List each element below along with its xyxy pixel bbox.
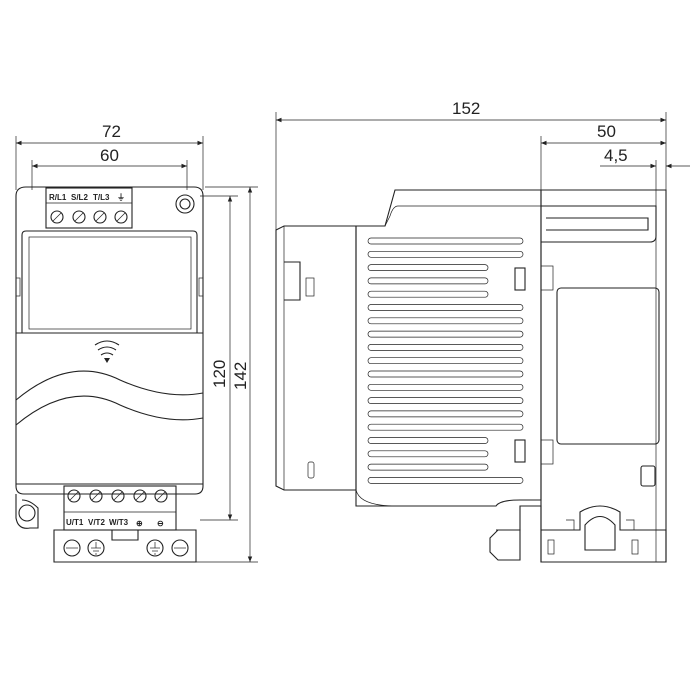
side-vent-slot	[367, 397, 524, 404]
left-latch	[15, 277, 21, 297]
dim-4-5-label: 4,5	[604, 146, 628, 165]
top-terminal-block: R/L1 S/L2 T/L3 ⏚	[45, 187, 133, 229]
bottom-ground-strip	[53, 529, 197, 563]
side-vent-slot	[367, 357, 524, 365]
mounting-hole-top	[175, 194, 195, 214]
screw-icon	[63, 539, 81, 557]
rear-tab-bottom	[540, 439, 554, 465]
front-wave-1	[15, 370, 204, 401]
bottom-terminal-label-1: U/T1	[66, 518, 84, 527]
top-terminal-label-4: ⏚	[117, 193, 125, 202]
side-vent-slot	[367, 383, 524, 391]
side-front-clip	[284, 261, 301, 301]
rear-connector	[640, 465, 656, 487]
side-vent-slot	[367, 290, 489, 298]
side-vent-slot	[367, 264, 489, 271]
top-terminal-1: R/L1	[49, 193, 67, 224]
top-terminal-label-3: T/L3	[93, 193, 110, 202]
dimension-72: 72	[15, 122, 204, 190]
side-vent-slot	[367, 237, 524, 245]
dimension-4-5: 4,5	[600, 146, 690, 190]
side-vent-slot	[367, 250, 524, 258]
top-terminal-4: ⏚	[114, 193, 128, 224]
dim-72-label: 72	[102, 122, 121, 141]
dimension-152: 152	[275, 99, 667, 230]
side-vent-slot	[367, 317, 524, 325]
bottom-terminal-label-2: V/T2	[88, 518, 105, 527]
side-vent-slot	[367, 410, 524, 418]
bottom-terminal-block: U/T1 V/T2 W/T3 ⊕ ⊖	[63, 485, 177, 531]
dim-50-label: 50	[597, 122, 616, 141]
top-terminal-2: S/L2	[71, 193, 88, 224]
dimension-142: 142	[196, 186, 258, 563]
front-housing	[15, 186, 204, 495]
side-latch-bottom	[514, 439, 526, 463]
ground-icon	[87, 539, 105, 557]
side-din-clip	[489, 505, 667, 563]
screw-icon	[171, 539, 189, 557]
side-vent-slot	[367, 423, 524, 431]
display-window	[21, 230, 198, 334]
bottom-terminal-3: W/T3	[109, 489, 129, 527]
front-bottom-foot	[15, 494, 39, 529]
din-clip-slot-2	[631, 539, 639, 555]
side-vent-slot	[367, 437, 489, 444]
wireless-icon	[94, 340, 120, 363]
dimension-120: 120	[200, 195, 238, 521]
bottom-terminal-2: V/T2	[88, 489, 105, 527]
display-inner	[28, 236, 192, 330]
side-vent-slot	[367, 477, 524, 484]
dim-142-label: 142	[231, 362, 250, 390]
top-terminal-label-2: S/L2	[71, 193, 88, 202]
side-vents	[367, 237, 524, 484]
side-housing	[355, 189, 542, 507]
dim-120-label: 120	[210, 360, 229, 388]
dimension-60: 60	[31, 146, 188, 190]
side-front-slot	[305, 277, 315, 297]
din-clip-slot-1	[547, 539, 555, 555]
dim-152-label: 152	[452, 99, 480, 118]
bottom-terminal-4: ⊕	[133, 489, 147, 528]
ground-icon	[146, 539, 164, 557]
side-vent-slot	[367, 330, 524, 338]
side-latch-top	[514, 267, 526, 291]
top-terminal-3: T/L3	[93, 193, 110, 224]
side-vent-slot	[367, 463, 489, 471]
bottom-terminal-label-3: W/T3	[109, 518, 129, 527]
top-terminal-label-1: R/L1	[49, 193, 67, 202]
dimension-50: 50	[540, 122, 666, 190]
side-vent-slot	[367, 304, 524, 311]
dim-60-label: 60	[100, 146, 119, 165]
side-front-cover	[275, 225, 357, 491]
side-front-led	[307, 461, 315, 479]
side-vent-slot	[367, 370, 524, 378]
side-vent-slot	[367, 277, 489, 285]
bottom-terminal-label-4: ⊕	[136, 519, 143, 528]
front-view: 72 60 R/L1 S/L2	[15, 122, 258, 563]
side-vent-slot	[367, 344, 524, 351]
side-label-area	[556, 287, 660, 445]
bottom-terminal-5: ⊖	[154, 489, 168, 528]
bottom-terminal-label-5: ⊖	[157, 519, 164, 528]
mounting-hole-bottom	[18, 504, 36, 522]
side-view: 152 50 4,5	[275, 99, 690, 563]
front-wave-2	[15, 395, 204, 426]
side-vent-slot	[367, 450, 489, 458]
rear-tab-top	[540, 265, 554, 291]
right-latch	[198, 277, 204, 297]
bottom-terminal-1: U/T1	[66, 489, 84, 527]
